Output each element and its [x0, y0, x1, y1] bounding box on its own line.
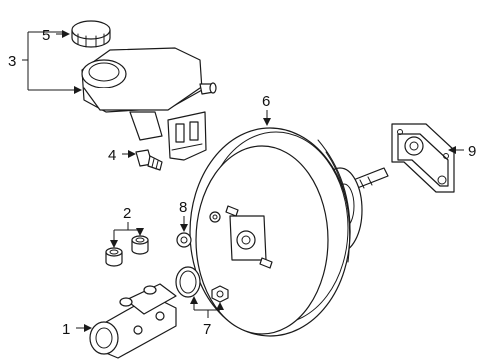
- grommets: [105, 235, 149, 267]
- callout-1: 1: [62, 321, 70, 338]
- callout-3: 3: [8, 53, 16, 70]
- gasket: [391, 123, 455, 193]
- callout-7: 7: [203, 321, 211, 338]
- brake-booster: [189, 127, 389, 337]
- callout-8: 8: [179, 199, 187, 216]
- bolt: [135, 149, 163, 171]
- leader-lines: [22, 30, 464, 332]
- callout-6: 6: [262, 93, 270, 110]
- master-cylinder: [89, 283, 177, 359]
- seal-and-nut: [175, 266, 229, 303]
- fluid-reservoir: [81, 47, 217, 161]
- callout-5: 5: [42, 27, 50, 44]
- callout-2: 2: [123, 205, 131, 222]
- callout-9: 9: [468, 143, 476, 160]
- grommet-8: [176, 232, 192, 248]
- reservoir-cap: [71, 20, 111, 48]
- callout-4: 4: [108, 147, 116, 164]
